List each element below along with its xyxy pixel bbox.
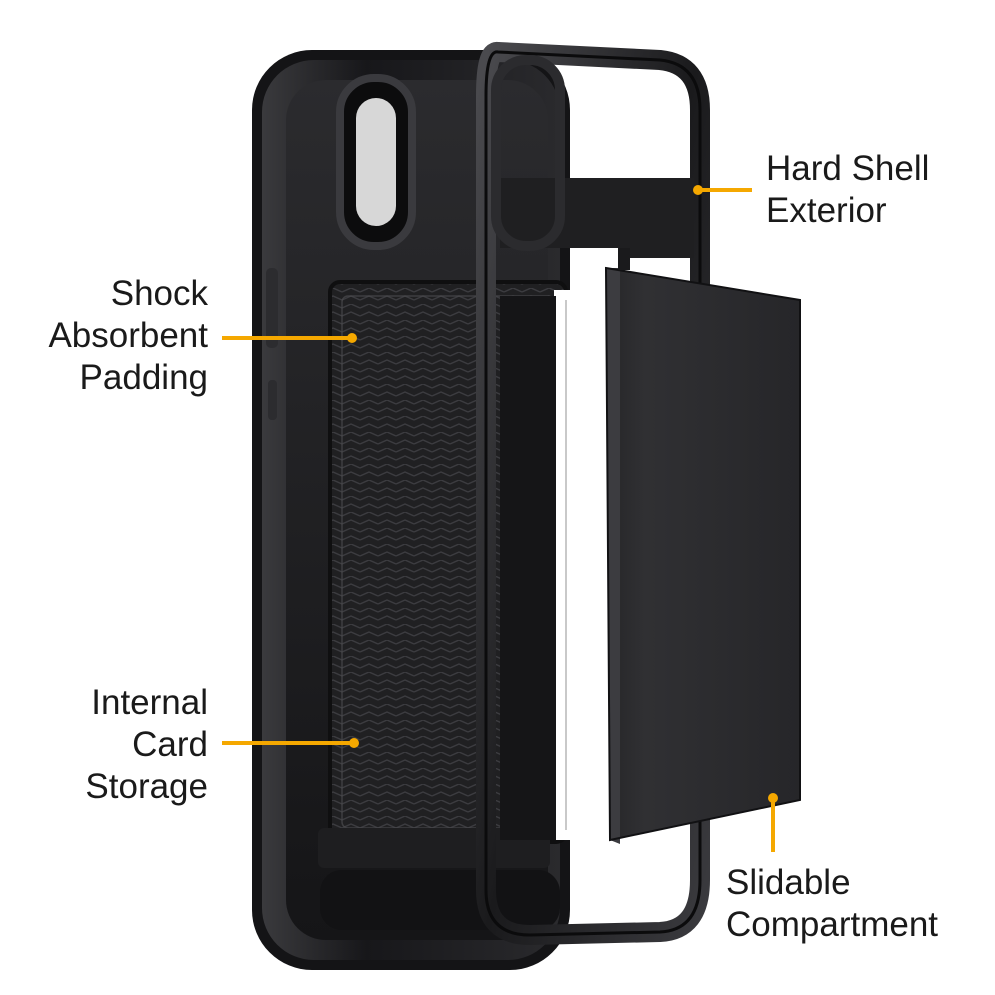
slidable-line2: Compartment <box>726 905 939 944</box>
card-storage-line3: Storage <box>85 767 208 806</box>
callout-card-storage <box>222 738 359 748</box>
hard-shell-line1: Hard Shell <box>766 149 930 188</box>
callout-shock-padding <box>222 333 357 343</box>
slidable-card-cover <box>604 248 801 844</box>
callout-hard-shell <box>693 185 752 195</box>
shock-padding-line1: Shock <box>110 274 208 313</box>
card-storage-label: Internal Card Storage <box>85 682 208 808</box>
hard-shell-frame <box>476 42 710 945</box>
slidable-compartment-label: Slidable Compartment <box>726 862 938 946</box>
callout-slidable <box>768 793 778 852</box>
card-storage-line2: Card <box>132 725 208 764</box>
shock-padding-label: Shock Absorbent Padding <box>48 273 208 399</box>
hard-shell-line2: Exterior <box>766 191 887 230</box>
hard-shell-label: Hard Shell Exterior <box>766 148 929 232</box>
slidable-line1: Slidable <box>726 863 851 902</box>
card-storage-line1: Internal <box>91 683 208 722</box>
shock-padding-line2: Absorbent <box>48 316 208 355</box>
shock-padding-line3: Padding <box>79 358 208 397</box>
